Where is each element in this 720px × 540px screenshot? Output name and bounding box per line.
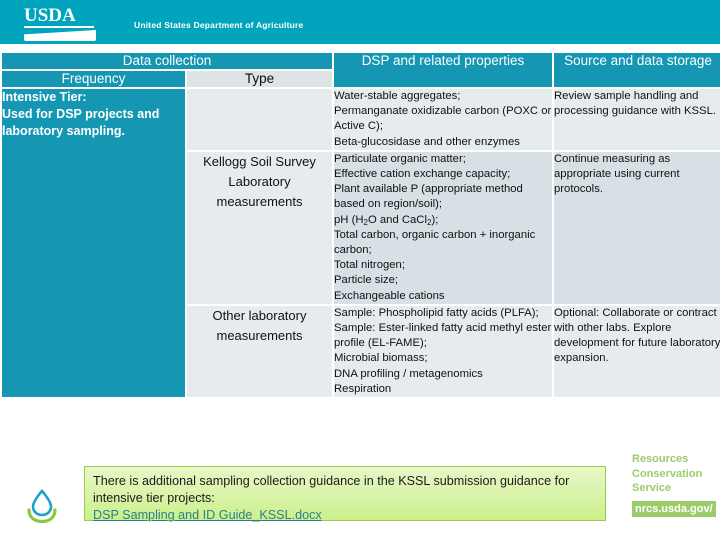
usda-logo-field-shape bbox=[24, 30, 96, 41]
cell-properties-row2: Particulate organic matter; Effective ca… bbox=[334, 151, 552, 304]
column-header-frequency: Frequency bbox=[2, 71, 185, 87]
column-header-type: Type bbox=[187, 71, 332, 87]
cell-type-row3: Other laboratory measurements bbox=[187, 305, 332, 398]
usda-logo-wordmark: USDA bbox=[24, 5, 76, 26]
nrcs-line-1: Resources bbox=[632, 453, 689, 465]
table-row: Other laboratory measurements Sample: Ph… bbox=[2, 305, 720, 398]
usda-logo: USDA bbox=[22, 5, 132, 41]
cell-source-row3: Optional: Collaborate or contract with o… bbox=[554, 305, 720, 398]
table-row: Kellogg Soil Survey Laboratory measureme… bbox=[2, 151, 720, 304]
nrcs-line-2: Conservation bbox=[632, 467, 703, 480]
dsp-data-collection-table: Data collection DSP and related properti… bbox=[0, 51, 720, 399]
cell-properties-row3: Sample: Phospholipid fatty acids (PLFA);… bbox=[334, 305, 552, 398]
cell-frequency-intensive-tier: Intensive Tier: Used for DSP projects an… bbox=[2, 89, 185, 398]
guidance-callout-text: There is additional sampling collection … bbox=[93, 474, 570, 505]
dsp-sampling-guide-link[interactable]: DSP Sampling and ID Guide_KSSL.docx bbox=[93, 508, 322, 522]
cell-source-row2: Continue measuring as appropriate using … bbox=[554, 151, 720, 304]
table-group-header-row: Data collection DSP and related properti… bbox=[2, 53, 720, 87]
group-header-data-collection: Data collection bbox=[2, 53, 332, 69]
nrcs-line-3: Service bbox=[632, 482, 672, 494]
water-drop-icon bbox=[22, 487, 62, 524]
usda-banner-subtitle: United States Department of Agriculture bbox=[134, 20, 304, 30]
usda-logo-rule bbox=[24, 26, 94, 28]
group-header-dsp-properties: DSP and related properties bbox=[334, 53, 552, 87]
table-sub-header-row: Frequency Type bbox=[2, 71, 720, 87]
cell-type-row1 bbox=[187, 89, 332, 150]
guidance-callout: There is additional sampling collection … bbox=[84, 466, 606, 522]
cell-source-row1: Review sample handling and processing gu… bbox=[554, 89, 720, 150]
nrcs-logo: Resources Conservation Service nrcs.usda… bbox=[632, 452, 720, 528]
table-row: Intensive Tier: Used for DSP projects an… bbox=[2, 89, 720, 398]
cell-type-row2: Kellogg Soil Survey Laboratory measureme… bbox=[187, 151, 332, 304]
cell-properties-row1: Water-stable aggregates; Permanganate ox… bbox=[334, 89, 552, 150]
usda-banner: USDA United States Department of Agricul… bbox=[0, 0, 720, 44]
nrcs-url-badge[interactable]: nrcs.usda.gov/ bbox=[632, 500, 716, 517]
group-header-source-storage: Source and data storage bbox=[554, 53, 720, 87]
